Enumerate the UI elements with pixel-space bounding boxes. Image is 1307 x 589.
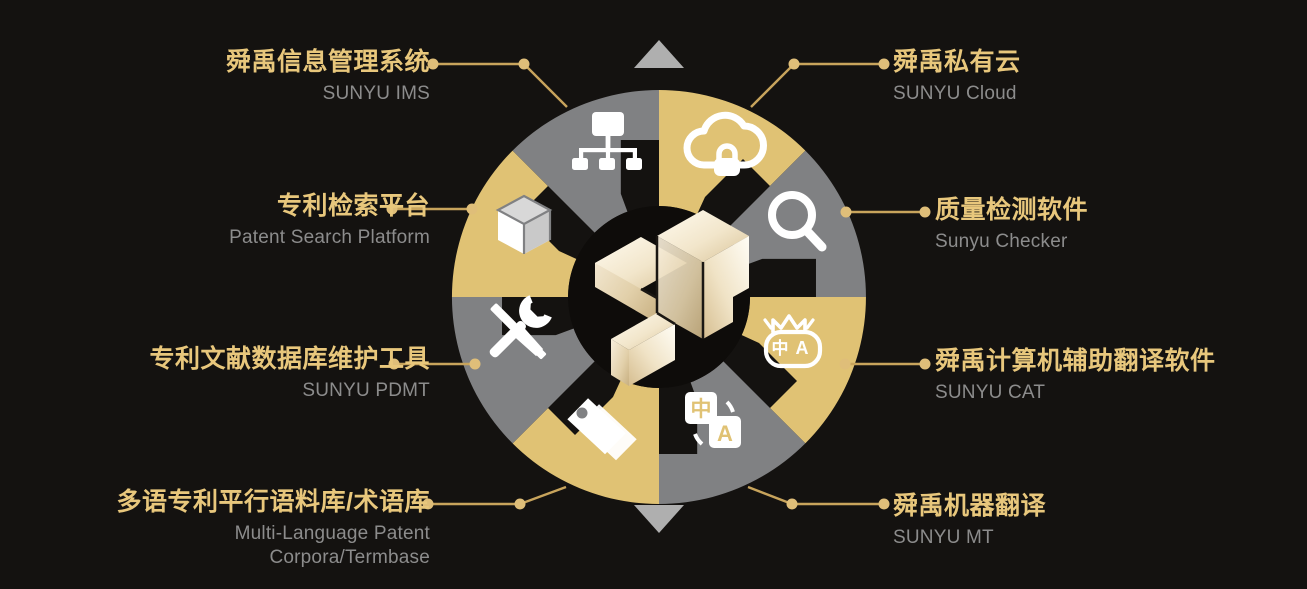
translate-crown-en-glyph: A (796, 338, 809, 358)
connector-mt (747, 485, 890, 510)
label-checker-cn: 质量检测软件 (935, 196, 1089, 224)
translate-card-en-glyph: A (717, 421, 733, 446)
label-mt-cn: 舜禹机器翻译 (893, 492, 1047, 520)
label-cat-en: SUNYU CAT (935, 381, 1046, 403)
translate-card-cn-glyph: 中 (691, 397, 712, 421)
translate-card-icon: 中 A (685, 392, 741, 448)
label-patent-search-platform[interactable]: 专利检索平台 Patent Search Platform (60, 192, 430, 250)
label-ims-cn: 舜禹信息管理系统 (225, 48, 430, 76)
label-cat-cn: 舜禹计算机辅助翻译软件 (935, 347, 1216, 375)
magnifier-icon (768, 191, 827, 252)
cube-icon (495, 194, 553, 254)
label-cloud-en: SUNYU Cloud (893, 82, 1017, 104)
label-corpora-en-line2: Corpora/Termbase (269, 546, 430, 568)
label-psp-cn: 专利检索平台 (276, 192, 430, 220)
org-chart-icon (572, 112, 642, 170)
triangle-down-marker (634, 505, 684, 533)
label-cloud-cn: 舜禹私有云 (893, 48, 1021, 76)
translate-crown-icon: 中 A (763, 314, 823, 369)
label-sunyu-mt[interactable]: 舜禹机器翻译 SUNYU MT (893, 492, 1253, 550)
label-sunyu-cloud[interactable]: 舜禹私有云 SUNYU Cloud (893, 48, 1253, 106)
cloud-lock-icon (683, 111, 767, 176)
connector-ims (427, 58, 568, 108)
label-corpora-cn: 多语专利平行语料库/术语库 (116, 488, 430, 516)
connector-checker (840, 206, 931, 218)
label-corpora-en-line1: Multi-Language Patent (234, 522, 430, 544)
connector-pdmt (388, 358, 481, 370)
tags-icon (567, 398, 637, 461)
connector-cat (839, 358, 931, 370)
translate-crown-cn-glyph: 中 (772, 338, 789, 359)
label-mt-en: SUNYU MT (893, 526, 994, 548)
tools-icon (489, 295, 552, 360)
connector-cloud (750, 58, 890, 108)
connector-lines (386, 58, 931, 510)
label-sunyu-checker[interactable]: 质量检测软件 Sunyu Checker (935, 196, 1295, 254)
connector-corpora (422, 485, 567, 510)
label-multilanguage-corpora[interactable]: 多语专利平行语料库/术语库 Multi-Language Patent Corp… (20, 488, 430, 570)
label-checker-en: Sunyu Checker (935, 230, 1068, 252)
label-ims-en: SUNYU IMS (322, 82, 430, 104)
label-sunyu-pdmt[interactable]: 专利文献数据库维护工具 SUNYU PDMT (30, 345, 430, 403)
label-pdmt-en: SUNYU PDMT (302, 379, 430, 401)
sunyu-cube-logo (595, 210, 749, 386)
label-sunyu-cat[interactable]: 舜禹计算机辅助翻译软件 SUNYU CAT (935, 347, 1307, 405)
connector-patent-search (386, 203, 478, 215)
label-psp-en: Patent Search Platform (229, 226, 430, 248)
label-sunyu-ims[interactable]: 舜禹信息管理系统 SUNYU IMS (100, 48, 430, 106)
label-pdmt-cn: 专利文献数据库维护工具 (149, 345, 430, 373)
triangle-up-marker (634, 40, 684, 68)
